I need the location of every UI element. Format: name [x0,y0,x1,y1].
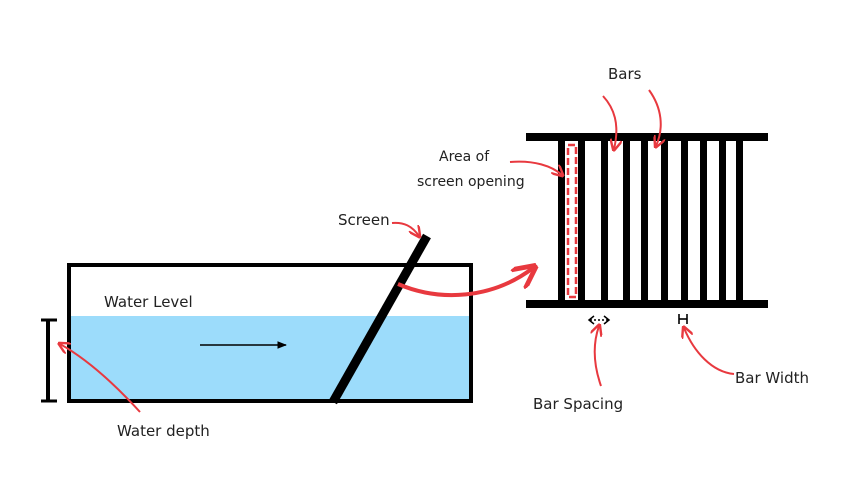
bar [578,138,585,305]
bar [719,138,726,305]
water-depth-arrow [60,344,141,413]
annotation-arrows [60,89,735,413]
channel [67,233,473,405]
bar-spacing-arrow [595,326,601,387]
area-opening-arrow [509,160,562,175]
bars-label: Bars [608,65,642,83]
inclined-screen [329,233,431,405]
bar-spacing-label: Bar Spacing [533,395,623,413]
bars-arrow-2 [648,89,661,146]
bar [558,138,565,305]
bar [700,138,707,305]
bar-spacing-symbol [587,315,611,325]
bar-width-label: Bar Width [735,369,809,387]
bar [736,138,743,305]
bar [681,138,688,305]
top-frame [526,133,768,141]
bar [623,138,630,305]
bar-width-arrow [684,328,735,375]
bar-screen-detail [526,133,768,325]
screen-label-arrow [391,221,419,236]
bar [661,138,668,305]
water-depth-dimension [41,318,57,403]
water-level-label: Water Level [104,293,193,311]
screen-opening-highlight [566,143,578,299]
bar-width-symbol [678,314,688,324]
channel-to-detail-arrow [397,268,533,298]
bar [601,138,608,305]
water-depth-label: Water depth [117,422,210,440]
screen-label: Screen [338,211,390,229]
channel-outline [67,263,473,403]
bar [641,138,648,305]
bars-arrow-1 [602,95,616,149]
area-label-line1: Area of [439,149,490,165]
water-body [70,316,471,401]
area-label-line2: screen opening [417,174,525,190]
